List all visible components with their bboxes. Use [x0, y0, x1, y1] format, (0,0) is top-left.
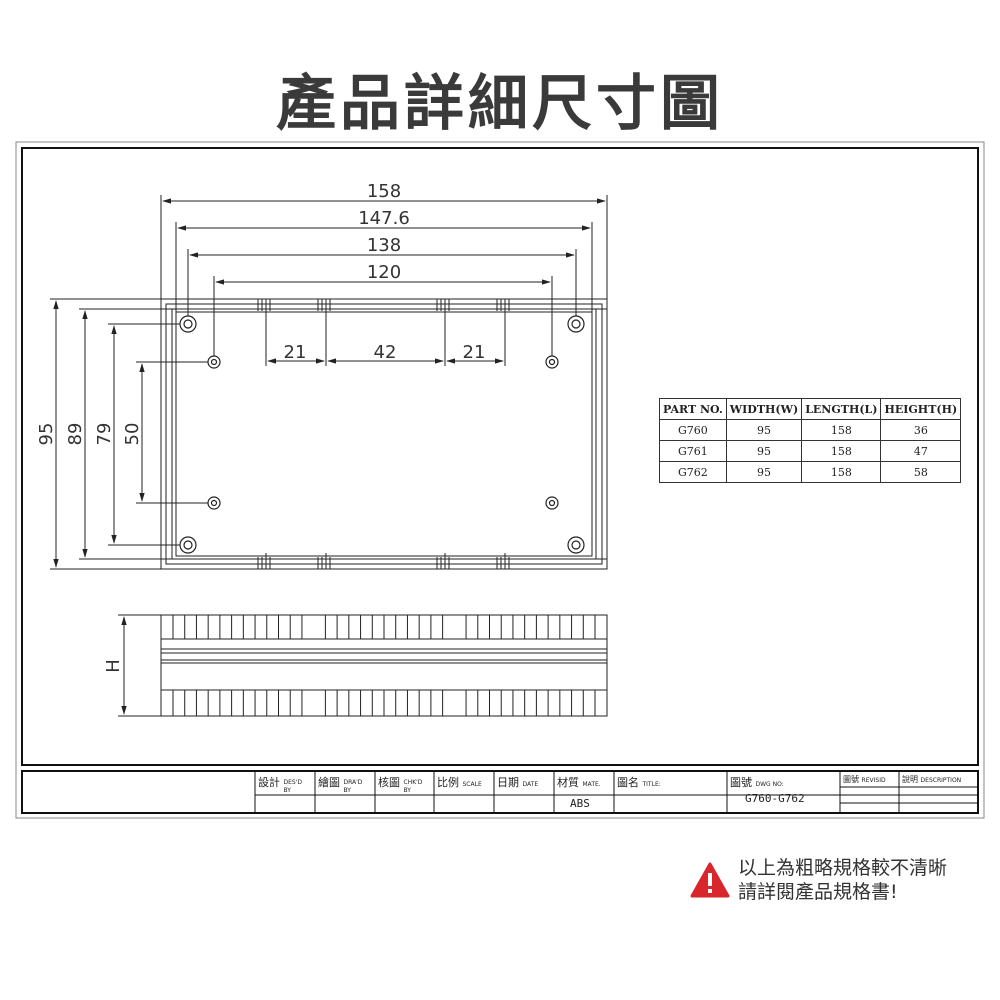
inner-frame — [21, 147, 979, 766]
dim-slot-right: 21 — [463, 342, 486, 363]
height: 36 — [880, 419, 962, 441]
spec-table-header-row: PART NO. WIDTH(W) LENGTH(L) HEIGHT(H) — [659, 398, 962, 420]
revision-label: 圖號 REVISID — [843, 775, 886, 784]
warning-line-2: 請詳閱產品規格書! — [738, 881, 898, 903]
header-length: LENGTH(L) — [801, 398, 882, 420]
header-width: WIDTH(W) — [725, 398, 803, 420]
part-no: G762 — [659, 461, 727, 483]
dim-h: H — [103, 659, 124, 673]
dim-95: 95 — [36, 423, 57, 446]
width: 95 — [725, 440, 803, 462]
description-label: 說明 DESCRIPTION — [902, 775, 962, 784]
outer-frame — [15, 141, 985, 819]
table-row: G760 95 158 36 — [659, 419, 962, 441]
dim-138: 138 — [367, 235, 401, 256]
hole — [179, 536, 197, 554]
drawing-number-value: G760-G762 — [745, 792, 805, 805]
top-view — [160, 298, 608, 570]
part-no: G761 — [659, 440, 727, 462]
table-row: G762 95 158 58 — [659, 461, 962, 483]
hole — [567, 315, 585, 333]
dim-slot-mid: 42 — [374, 342, 397, 363]
material-label: 材質 MATE. — [557, 776, 601, 789]
height: 47 — [880, 440, 962, 462]
warning-line-1: 以上為粗略規格較不清晰 — [738, 857, 948, 879]
width: 95 — [725, 461, 803, 483]
dim-158: 158 — [367, 181, 401, 202]
material-value: ABS — [570, 797, 590, 810]
dim-120: 120 — [367, 262, 401, 283]
drawing-number-label: 圖號 DWG NO: — [730, 776, 784, 789]
side-view — [118, 614, 608, 717]
hole — [567, 536, 585, 554]
hole — [179, 315, 197, 333]
hole — [545, 496, 559, 510]
length: 158 — [801, 419, 882, 441]
header-height: HEIGHT(H) — [880, 398, 962, 420]
horizontal-dimensions — [160, 195, 608, 366]
hole — [545, 355, 559, 369]
dim-89: 89 — [65, 423, 86, 446]
length: 158 — [801, 440, 882, 462]
header-part-no: PART NO. — [659, 398, 727, 420]
hole — [207, 496, 221, 510]
width: 95 — [725, 419, 803, 441]
spec-table: PART NO. WIDTH(W) LENGTH(L) HEIGHT(H) G7… — [659, 398, 962, 483]
dim-147-6: 147.6 — [358, 208, 410, 229]
drawing-title-label: 圖名 TITLE: — [617, 776, 661, 789]
warning-note: 以上為粗略規格較不清晰 請詳閱產品規格書! — [690, 856, 947, 904]
dim-slot-left: 21 — [284, 342, 307, 363]
vertical-dimensions — [50, 298, 208, 570]
page-title: 產品詳細尺寸圖 — [276, 69, 724, 139]
dim-79: 79 — [94, 423, 115, 446]
height: 58 — [880, 461, 962, 483]
length: 158 — [801, 461, 882, 483]
title-block — [21, 770, 979, 814]
part-no: G760 — [659, 419, 727, 441]
scale-label: 比例 SCALE — [437, 776, 482, 789]
dim-50: 50 — [122, 423, 143, 446]
warning-triangle-icon — [690, 862, 730, 898]
hole — [207, 355, 221, 369]
date-label: 日期 DATE — [497, 776, 539, 789]
warning-text: 以上為粗略規格較不清晰 請詳閱產品規格書! — [738, 856, 947, 904]
slot-markers — [257, 299, 510, 569]
table-row: G761 95 158 47 — [659, 440, 962, 462]
